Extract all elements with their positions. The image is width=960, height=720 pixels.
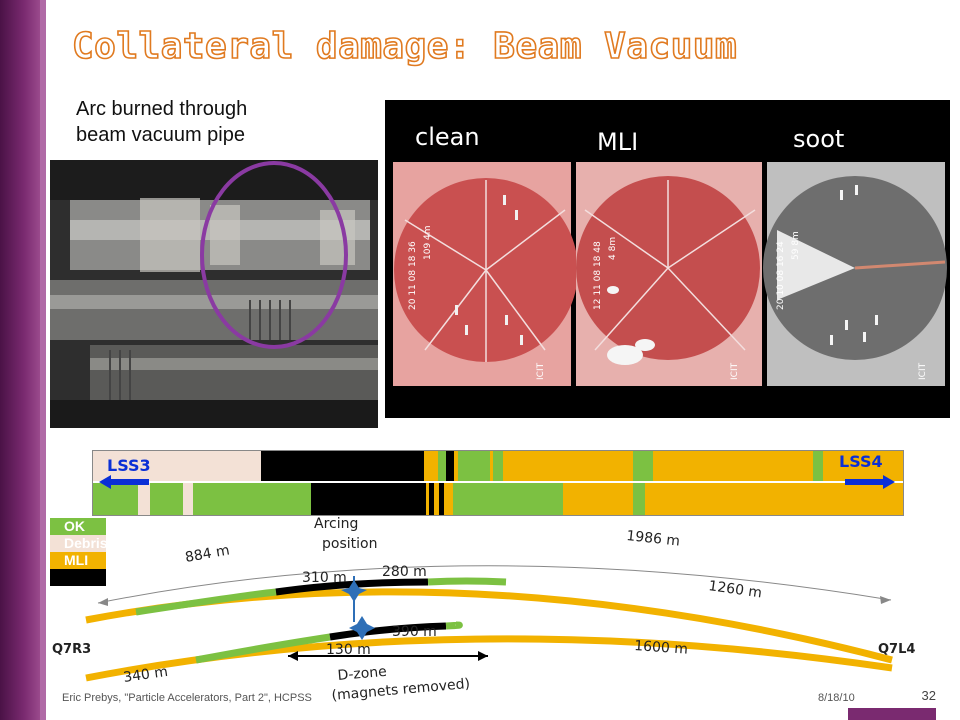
timestamp-1-date: 20 11 08 18 36 [408, 241, 418, 310]
lss3-label: LSS3 [107, 456, 151, 475]
left-decor-stripe [40, 0, 46, 720]
status-legend: OK Debris MLI [50, 518, 108, 586]
footer-date: 8/18/10 [818, 692, 855, 704]
panel-label-soot: soot [793, 125, 844, 153]
dist-1260: 1260 m [707, 578, 762, 601]
brand-label-1: ICIT [536, 362, 546, 380]
timestamp-3-dist: 59 8m [791, 231, 801, 260]
arc-damage-diagram: 884 m 1986 m 310 m 280 m 1260 m 130 m 39… [52, 516, 915, 704]
borescope-view-clean [393, 162, 578, 386]
caption-line-1: Arc burned through [76, 98, 248, 120]
arcing-position-line2: position [322, 536, 377, 552]
dist-1600: 1600 m [634, 638, 689, 658]
left-decor-bar [0, 0, 40, 720]
dist-340: 340 m [122, 664, 169, 686]
borescope-view-mli [576, 162, 762, 386]
timestamp-1-dist: 109 4m [423, 225, 433, 260]
panel-label-mli: MLI [597, 128, 638, 156]
photo-caption: Arc burned through beam vacuum pipe [76, 96, 247, 148]
timestamp-3-date: 20 10 08 16 24 [776, 241, 786, 310]
page-number: 32 [921, 688, 936, 703]
dist-280: 280 m [382, 564, 427, 580]
brand-label-2: ICIT [730, 362, 740, 380]
q7l4-label: Q7L4 [878, 642, 915, 657]
q7r3-label: Q7R3 [52, 642, 91, 657]
dist-390: 390 m [392, 624, 437, 640]
brand-label-3: ICIT [918, 362, 928, 380]
legend-debris: Debris [50, 535, 108, 552]
timestamp-2-date: 12 11 08 18 48 [593, 241, 603, 310]
page-number-bar [848, 708, 936, 720]
dzone-line1: D-zone [337, 664, 387, 684]
timestamp-2-dist: 4 8m [608, 237, 618, 260]
slide-title: Collateral damage: Beam Vacuum [71, 25, 738, 68]
lss4-label: LSS4 [839, 452, 883, 471]
dist-884: 884 m [184, 542, 231, 566]
footer-author: Eric Prebys, "Particle Accelerators, Par… [62, 692, 312, 704]
panel-label-clean: clean [415, 123, 480, 151]
legend-mli: MLI [50, 552, 106, 569]
legend-soot-swatch [50, 569, 106, 586]
dist-130: 130 m [326, 642, 371, 658]
beam-pipe-status-strip: LSS3 LSS4 [92, 450, 904, 516]
dist-310: 310 m [302, 570, 347, 586]
arcing-position-line1: Arcing [314, 516, 358, 532]
caption-line-2: beam vacuum pipe [76, 124, 245, 146]
dist-1986: 1986 m [626, 528, 681, 550]
legend-ok: OK [50, 518, 106, 535]
vacuum-pipe-photo [50, 160, 378, 428]
borescope-view-soot [763, 162, 947, 386]
borescope-panel: 20 11 08 18 36 109 4m 12 11 08 18 48 4 8… [385, 100, 950, 418]
